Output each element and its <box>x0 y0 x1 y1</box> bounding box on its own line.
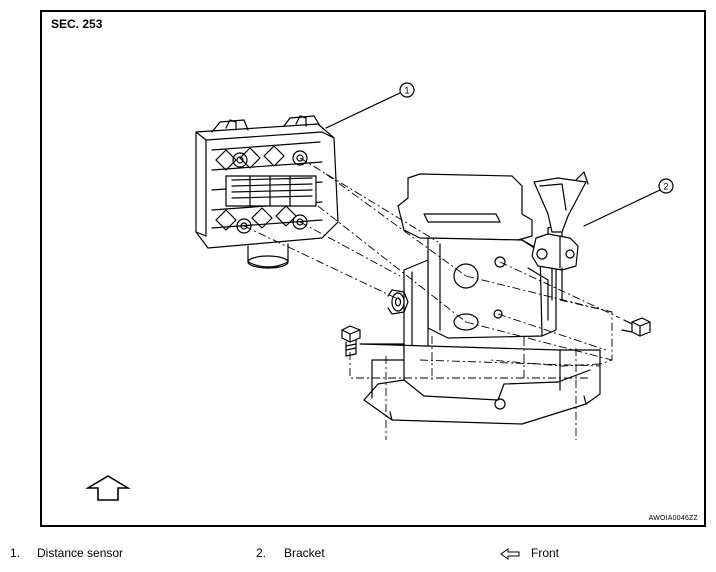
legend-1-label: Distance sensor <box>37 546 124 560</box>
callout-1-number: 1 <box>404 86 409 96</box>
front-direction-arrow-icon <box>85 475 131 501</box>
figure-code: AWOIA0046ZZ <box>648 515 698 522</box>
distance-sensor-drawing <box>195 115 339 269</box>
callout-1-circle <box>399 82 415 98</box>
callout-2-number: 2 <box>663 182 668 192</box>
legend-2-number: 2. <box>256 546 267 560</box>
legend-front-label: Front <box>531 546 560 560</box>
legend-2-label: Bracket <box>284 546 325 560</box>
section-label: SEC. 253 <box>51 17 103 31</box>
front-arrow-icon <box>500 548 520 560</box>
bolt-lower-drawing <box>341 325 361 357</box>
callout-1-leader <box>325 91 403 129</box>
callout-2-circle <box>658 178 674 194</box>
wedge-clip-drawing <box>531 171 589 301</box>
callout-2-leader <box>583 189 661 227</box>
bolt-upper-drawing <box>621 317 651 337</box>
legend-1-number: 1. <box>10 546 21 560</box>
figure-frame: SEC. 253 AWOIA0046ZZ <box>40 10 706 527</box>
alignment-lines <box>243 157 621 440</box>
